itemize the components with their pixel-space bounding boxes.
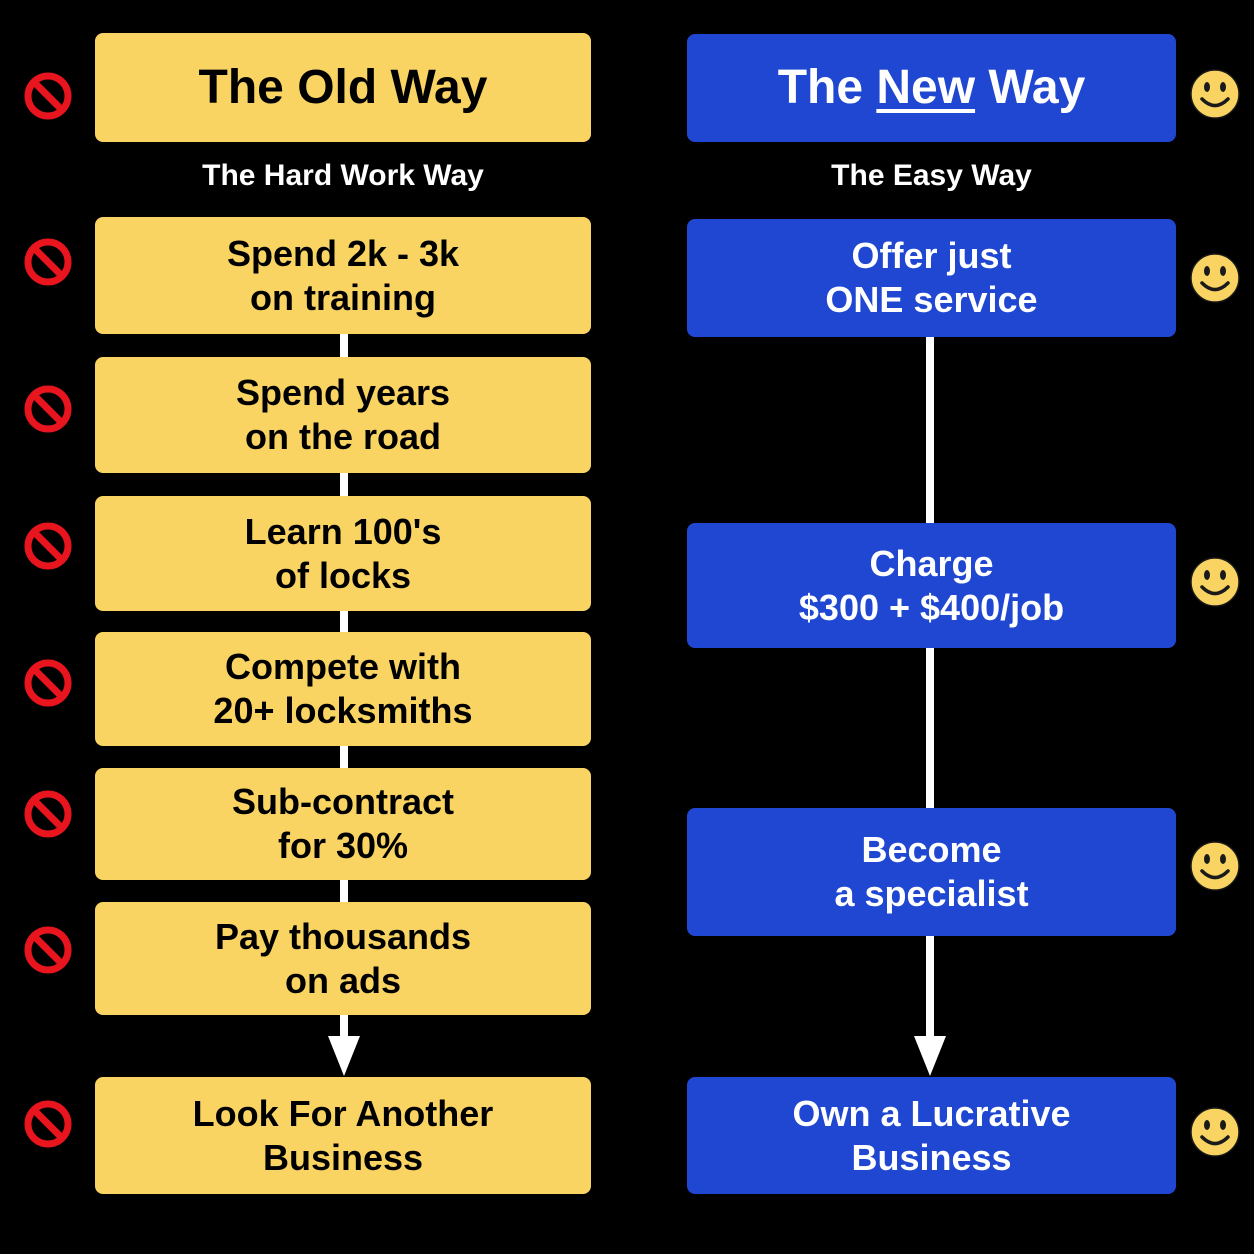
new-way-title: The New Way: [778, 60, 1086, 116]
old-step-4: Compete with 20+ locksmiths: [95, 632, 591, 746]
old-step-3-line-1: Learn 100's: [244, 510, 442, 552]
prohibited-icon: [24, 238, 72, 286]
old-step-5-line-1: Sub-contract: [231, 781, 454, 822]
new-outcome-line-2: Business: [851, 1136, 1012, 1178]
new-way-title-suffix: Way: [975, 61, 1086, 114]
old-way-subtitle: The Hard Work Way: [202, 159, 484, 192]
new-step-3: Become a specialist: [687, 808, 1176, 936]
new-step-3-line-2: a specialist: [834, 873, 1029, 914]
new-outcome-line-1: Own a Lucrative: [792, 1092, 1071, 1134]
new-step-1-line-2: ONE service: [825, 279, 1038, 320]
new-way-subtitle: The Easy Way: [831, 159, 1032, 192]
new-outcome: Own a Lucrative Business: [687, 1077, 1176, 1194]
old-step-4-line-2: 20+ locksmiths: [213, 690, 473, 731]
prohibited-icon: [24, 385, 72, 433]
old-step-1-line-1: Spend 2k - 3k: [226, 232, 460, 274]
old-step-2-line-1: Spend years: [235, 372, 451, 413]
new-way-title-prefix: The: [777, 61, 877, 114]
new-way-title-emphasis: New: [876, 61, 976, 114]
old-step-4-line-1: Compete with: [224, 646, 461, 687]
smiley-icon: [1190, 69, 1240, 119]
new-step-2-line-1: Charge: [869, 542, 994, 584]
prohibited-icon: [24, 790, 72, 838]
old-step-6-line-1: Pay thousands: [214, 915, 472, 957]
prohibited-icon: [24, 1100, 72, 1148]
old-step-1-line-2: on training: [250, 276, 436, 318]
smiley-icon: [1190, 557, 1240, 607]
new-step-2: Charge $300 + $400/job: [687, 523, 1176, 648]
new-step-3-line-1: Become: [861, 829, 1002, 870]
old-step-3: Learn 100's of locks: [95, 496, 591, 611]
old-step-5-line-2: for 30%: [277, 825, 409, 866]
old-step-2: Spend years on the road: [95, 357, 591, 473]
smiley-icon: [1190, 253, 1240, 303]
old-way-title: The Old Way: [198, 60, 488, 114]
new-step-2-line-2: $300 + $400/job: [798, 586, 1065, 628]
new-step-1: Offer just ONE service: [687, 219, 1176, 337]
old-step-3-line-2: of locks: [274, 554, 412, 596]
prohibited-icon: [24, 659, 72, 707]
prohibited-icon: [24, 522, 72, 570]
smiley-icon: [1190, 1107, 1240, 1157]
old-step-6-line-2: on ads: [284, 959, 401, 1001]
new-arrowhead: [914, 1036, 946, 1076]
old-step-5: Sub-contract for 30%: [95, 768, 591, 880]
old-outcome-line-1: Look For Another: [192, 1092, 494, 1134]
old-outcome: Look For Another Business: [95, 1077, 591, 1194]
old-way-header: The Old Way: [95, 33, 591, 142]
prohibited-icon: [24, 72, 72, 120]
old-step-6: Pay thousands on ads: [95, 902, 591, 1015]
old-arrowhead: [328, 1036, 360, 1076]
smiley-icon: [1190, 841, 1240, 891]
prohibited-icon: [24, 926, 72, 974]
new-way-header: The New Way: [687, 34, 1176, 142]
old-outcome-line-2: Business: [262, 1136, 424, 1178]
old-step-2-line-2: on the road: [245, 416, 441, 457]
old-step-1: Spend 2k - 3k on training: [95, 217, 591, 334]
new-step-1-line-1: Offer just: [851, 235, 1012, 276]
